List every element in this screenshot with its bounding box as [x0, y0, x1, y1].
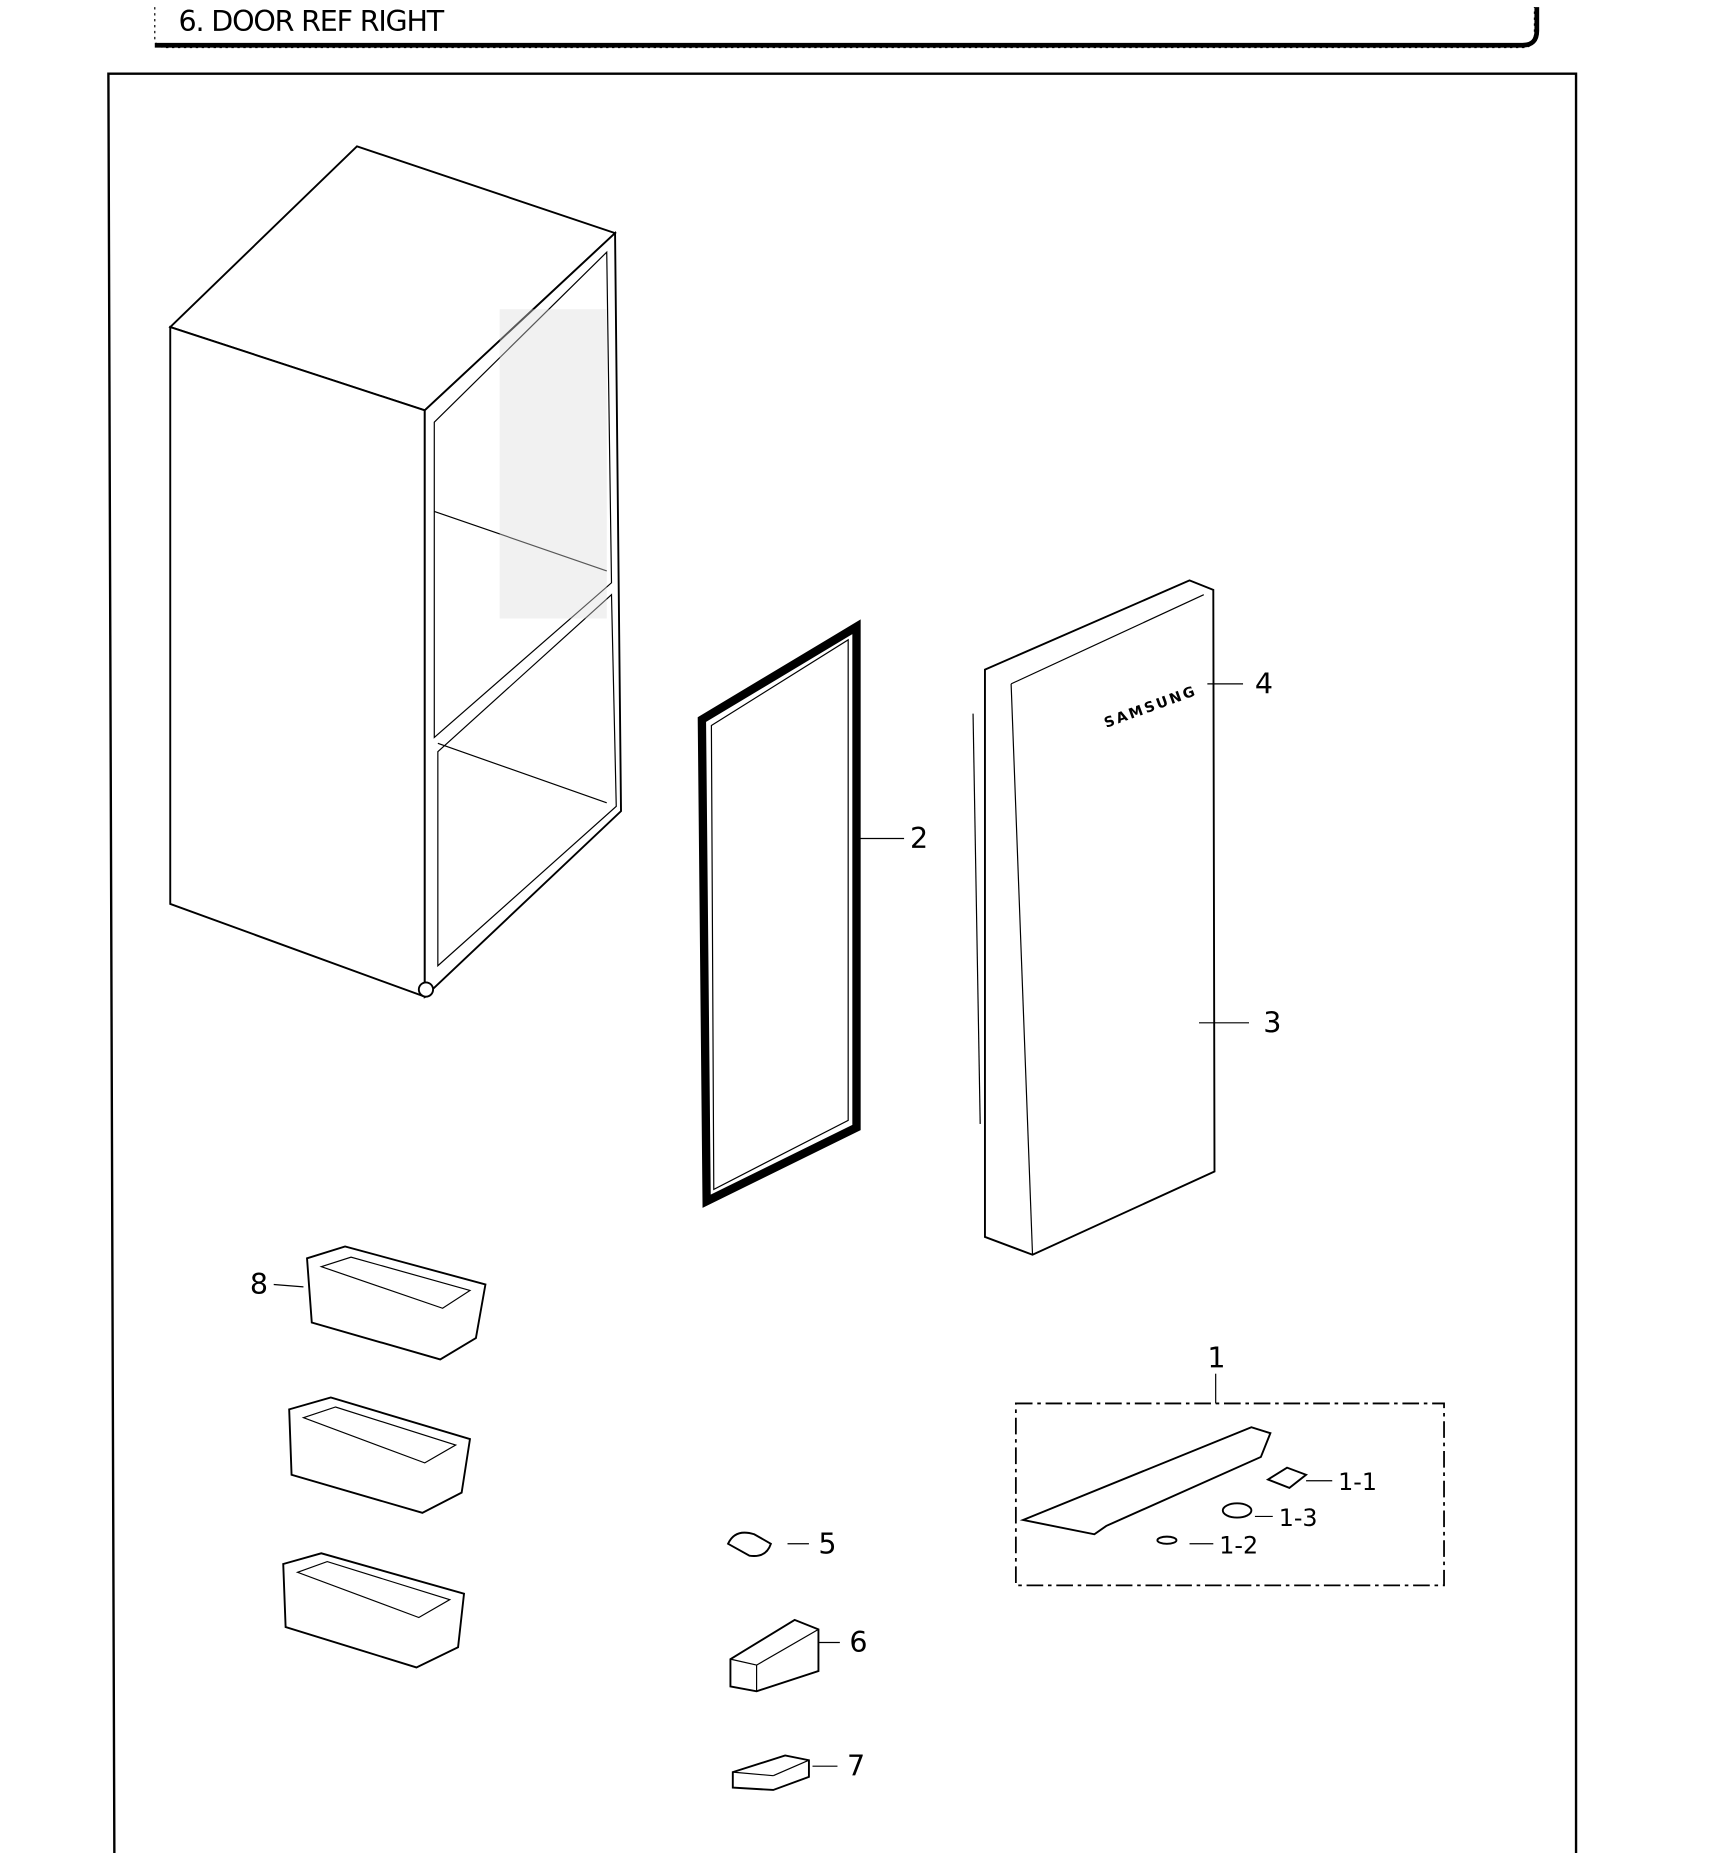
callout-1: 1 — [1207, 1342, 1225, 1375]
section-title: 6. DOOR REF RIGHT — [179, 5, 445, 38]
callout-5: 5 — [818, 1527, 836, 1560]
hinge-assembly — [1014, 1402, 1445, 1587]
callout-8: 8 — [250, 1268, 268, 1301]
block-part-6 — [729, 1618, 820, 1693]
block-part-7 — [731, 1754, 810, 1791]
callout-2: 2 — [910, 822, 928, 855]
hinge-cover-part — [726, 1531, 773, 1557]
door-bins — [282, 1245, 487, 1669]
diagram-frame — [107, 72, 1578, 1853]
refrigerator-door: SAMSUNG — [972, 579, 1216, 1256]
callout-1-3: 1-3 — [1279, 1504, 1318, 1532]
callout-7: 7 — [847, 1750, 865, 1783]
refrigerator-cabinet — [168, 145, 622, 999]
callout-3: 3 — [1263, 1006, 1281, 1039]
callout-leaders — [273, 683, 1333, 1767]
callout-1-1: 1-1 — [1338, 1468, 1377, 1496]
callout-4: 4 — [1255, 667, 1273, 700]
callout-1-2: 1-2 — [1219, 1531, 1258, 1559]
door-gasket — [697, 619, 861, 1208]
callout-6: 6 — [849, 1626, 867, 1659]
section-header: 6. DOOR REF RIGHT — [154, 5, 1540, 49]
